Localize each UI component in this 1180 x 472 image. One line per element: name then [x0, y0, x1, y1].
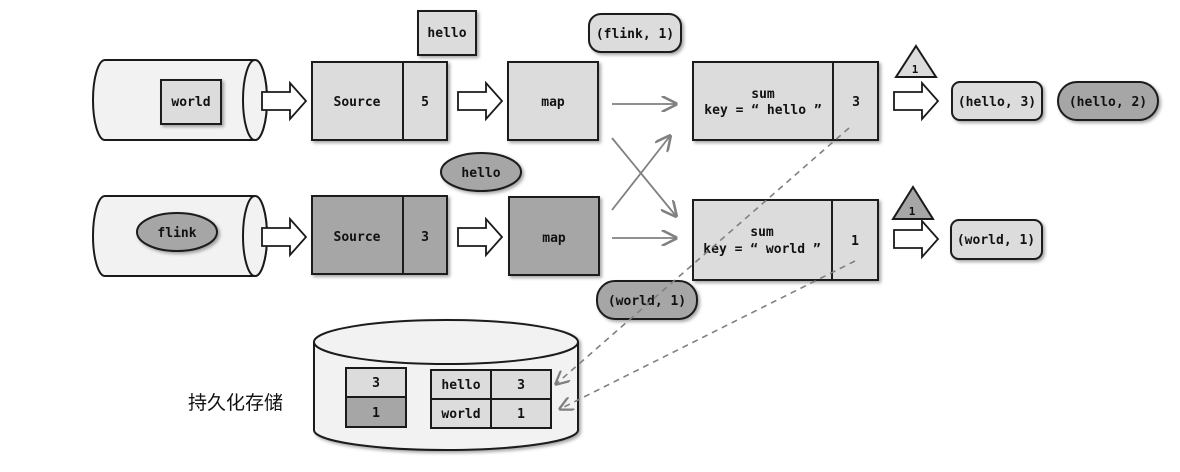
bottom-source-to-map-arrow — [457, 216, 504, 258]
bottom-map-operator: map — [508, 196, 600, 276]
svg-text:(flink, 1): (flink, 1) — [596, 27, 674, 42]
svg-text:hello: hello — [461, 166, 500, 181]
bottom-map-output-record: (world, 1) — [596, 280, 698, 320]
svg-text:(hello, 2): (hello, 2) — [1069, 95, 1147, 110]
svg-text:flink: flink — [157, 226, 196, 241]
storage-state-key-hello: hello — [441, 378, 480, 393]
top-source-label: Source — [334, 95, 381, 110]
bottom-source-offset: 3 — [421, 230, 429, 245]
svg-text:1: 1 — [912, 63, 919, 76]
sum-world-output-arrow — [893, 218, 940, 260]
storage-offset-bottom: 1 — [372, 406, 380, 421]
top-source-operator — [311, 61, 448, 141]
sum-world-output-record: (world, 1) — [950, 219, 1043, 260]
svg-text:(world, 1): (world, 1) — [957, 233, 1035, 248]
sum-hello-barrier: 1 — [894, 44, 938, 78]
svg-text:(world, 1): (world, 1) — [608, 294, 686, 309]
storage-caption: 持久化存储 — [188, 392, 283, 414]
sum-hello-operator — [692, 61, 879, 141]
sum-world-barrier: 1 — [891, 185, 935, 220]
sum-world-operator — [692, 199, 879, 281]
storage-offsets-table — [345, 367, 407, 428]
sum-hello-key: key = “ hello ” — [704, 103, 821, 118]
top-queue-record: world — [160, 79, 222, 125]
top-map-output-record: (flink, 1) — [588, 13, 682, 53]
sum-world-value: 1 — [851, 234, 859, 249]
top-in-flight-record: hello — [417, 10, 477, 56]
svg-text:world: world — [171, 95, 210, 110]
bottom-queue-to-source-arrow — [261, 216, 308, 258]
storage-offset-top: 3 — [372, 376, 380, 391]
bottom-in-flight-record: hello — [440, 152, 522, 192]
sum-hello-title: sum — [751, 87, 775, 102]
bottom-source-operator — [311, 195, 448, 275]
shuffle-arrows — [611, 104, 676, 238]
top-queue-to-source-arrow — [261, 80, 308, 122]
svg-text:hello: hello — [427, 26, 466, 41]
sum-hello-output-arrow — [893, 80, 940, 122]
top-source-offset: 5 — [421, 95, 429, 110]
sum-world-title: sum — [750, 225, 774, 240]
sum-hello-pending-record: (hello, 2) — [1057, 81, 1159, 121]
svg-text:map: map — [542, 231, 566, 246]
sum-world-key: key = “ world ” — [703, 242, 820, 257]
snapshot-arrows — [556, 127, 856, 409]
svg-text:map: map — [541, 95, 565, 110]
storage-state-key-world: world — [441, 407, 480, 422]
sum-hello-output-record: (hello, 3) — [951, 81, 1043, 121]
storage-state-value-hello: 3 — [517, 378, 525, 393]
svg-text:(hello, 3): (hello, 3) — [958, 95, 1036, 110]
bottom-source-label: Source — [334, 230, 381, 245]
top-map-operator: map — [507, 61, 599, 141]
storage-state-table — [430, 369, 552, 429]
svg-text:1: 1 — [909, 205, 916, 218]
storage-state-value-world: 1 — [517, 407, 525, 422]
bottom-queue-record: flink — [136, 212, 218, 252]
sum-hello-value: 3 — [852, 95, 860, 110]
top-source-to-map-arrow — [457, 80, 504, 122]
